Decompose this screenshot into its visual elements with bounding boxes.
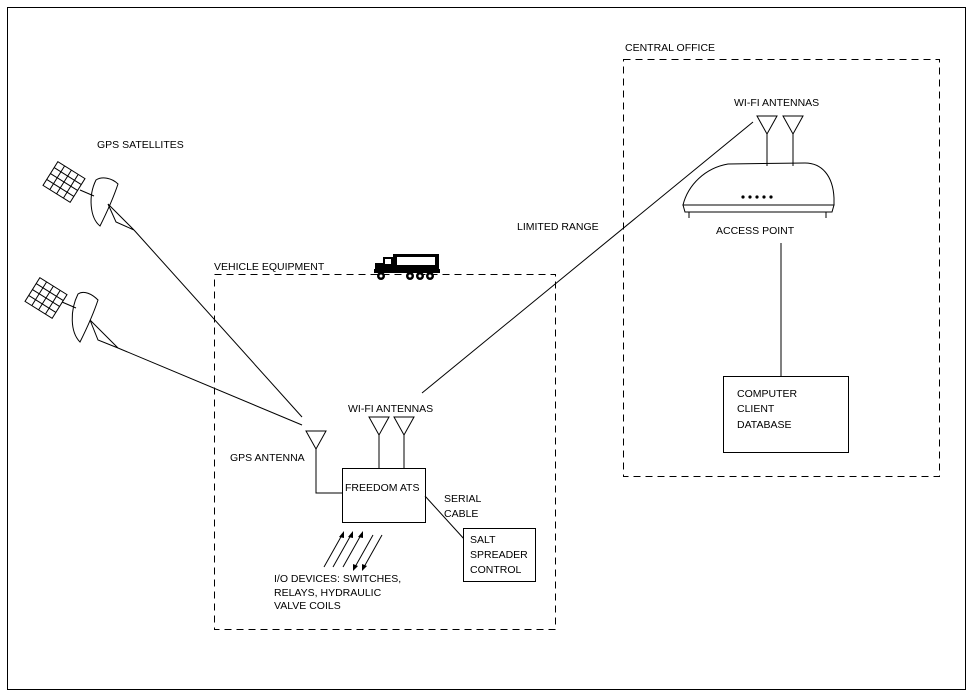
limited-range-label: LIMITED RANGE [517, 221, 599, 233]
salt-spreader-control-box [463, 528, 536, 582]
spreader-label: SPREADER [470, 549, 528, 561]
freedom-ats-label: FREEDOM ATS [345, 482, 419, 494]
office-wifi-antennas-label: WI-FI ANTENNAS [734, 97, 819, 109]
central-office-boundary [623, 59, 940, 477]
database-label: DATABASE [737, 419, 791, 431]
io-arrows [323, 531, 383, 571]
antenna-icon [305, 430, 342, 494]
antenna-icon [756, 115, 778, 166]
io-devices-label-line3: VALVE COILS [274, 600, 341, 612]
diagram-frame [7, 7, 966, 690]
antenna-icon [393, 416, 415, 468]
computer-label: COMPUTER [737, 388, 798, 400]
serial-label: SERIAL [444, 493, 482, 505]
access-point-icon [682, 162, 835, 218]
vehicle-wifi-antennas-label: WI-FI ANTENNAS [348, 403, 433, 415]
salt-label: SALT [470, 534, 496, 546]
dump-truck-icon [374, 254, 440, 280]
wifi-link-line [421, 121, 754, 394]
computer-client-database-box [723, 376, 849, 453]
gps-satellites-label: GPS SATELLITES [97, 139, 184, 151]
antenna-icon [368, 416, 390, 468]
central-office-label: CENTRAL OFFICE [625, 42, 715, 54]
gps-antenna-label: GPS ANTENNA [230, 452, 305, 464]
antenna-icon [782, 115, 804, 166]
control-label: CONTROL [470, 564, 521, 576]
vehicle-equipment-boundary [214, 274, 556, 630]
io-devices-label-line1: I/O DEVICES: SWITCHES, [274, 573, 401, 585]
serial-cable-line [424, 495, 466, 541]
satellite-icon [42, 160, 135, 231]
freedom-ats-box [342, 468, 426, 523]
access-point-label: ACCESS POINT [716, 225, 795, 237]
vehicle-equipment-label: VEHICLE EQUIPMENT [214, 261, 325, 273]
io-devices-label-line2: RELAYS, HYDRAULIC [274, 587, 382, 599]
client-label: CLIENT [737, 403, 775, 415]
satellite-icon [24, 276, 119, 349]
cable-label: CABLE [444, 508, 478, 520]
